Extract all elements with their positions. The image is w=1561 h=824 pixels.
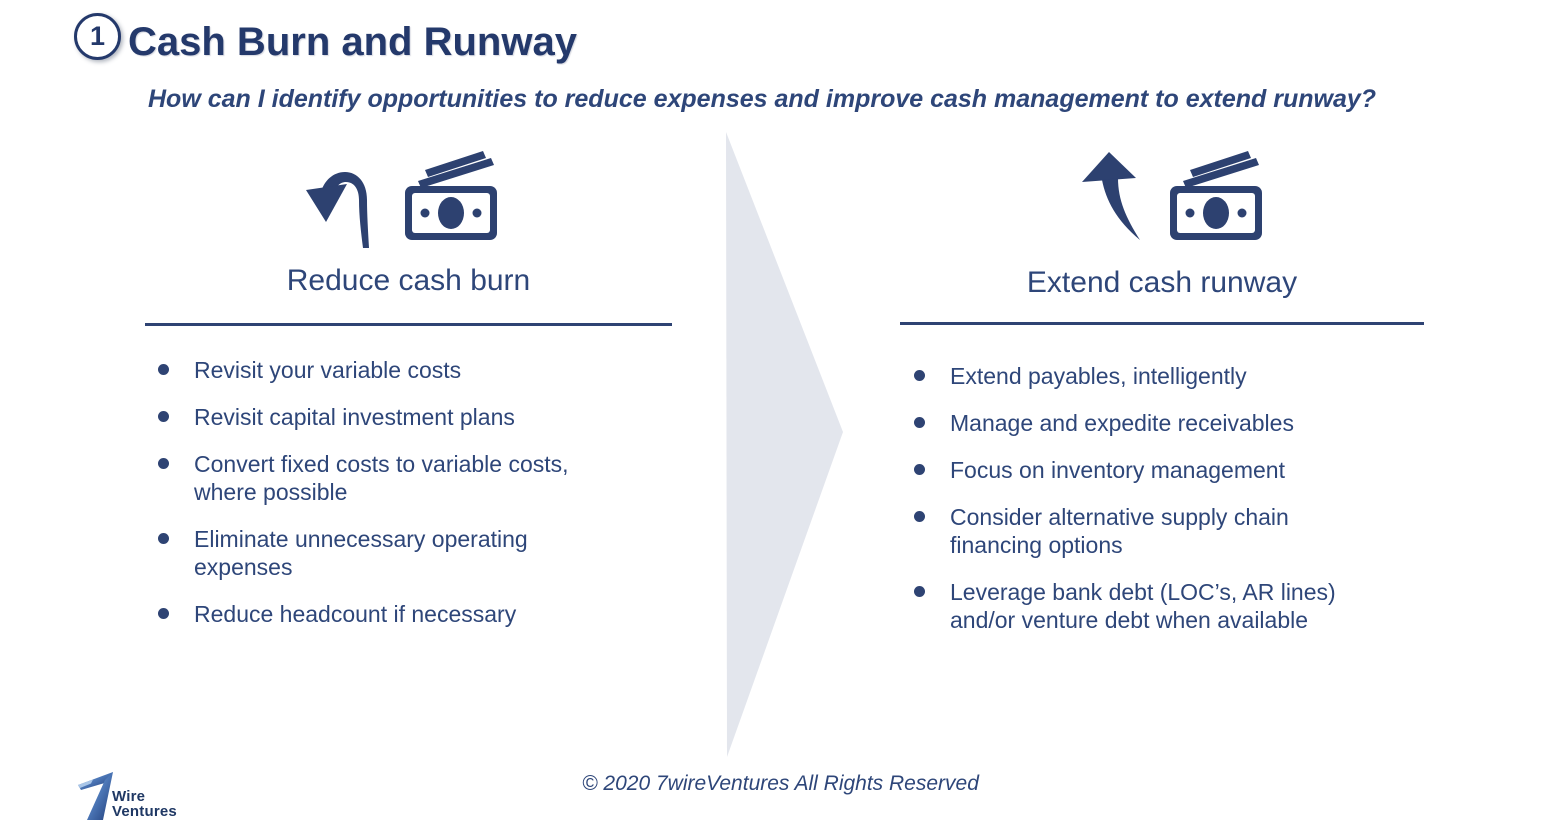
column-extend-cash-runway: Extend cash runway Extend payables, inte… — [900, 150, 1424, 670]
column-reduce-cash-burn: Reduce cash burn Revisit your variable c… — [145, 150, 672, 670]
up-arrow-icon — [1082, 152, 1140, 240]
list-item: Convert fixed costs to variable costs, w… — [156, 450, 626, 506]
heading-divider — [145, 323, 672, 326]
logo-wordmark-wire: Wire — [112, 788, 146, 805]
heading-divider — [900, 322, 1424, 325]
logo-wordmark-ventures: Ventures — [112, 803, 177, 820]
column-heading: Reduce cash burn — [286, 264, 531, 297]
list-item: Reduce headcount if necessary — [156, 600, 626, 628]
column-heading: Extend cash runway — [1026, 266, 1298, 299]
copyright-notice: © 2020 7wireVentures All Rights Reserved — [582, 772, 979, 795]
list-item: Revisit capital investment plans — [156, 403, 626, 431]
cash-stack-icon — [405, 151, 497, 240]
bullet-list: Revisit your variable costs Revisit capi… — [156, 356, 636, 647]
extend-cash-icons — [1082, 151, 1262, 240]
list-item: Leverage bank debt (LOC’s, AR lines) and… — [912, 578, 1367, 634]
reduce-cash-icons — [306, 151, 497, 248]
list-item: Extend payables, intelligently — [912, 362, 1367, 390]
subtitle-question: How can I identify opportunities to redu… — [148, 85, 1377, 113]
bullet-list: Extend payables, intelligently Manage an… — [912, 362, 1382, 653]
page-title: Cash Burn and Runway — [128, 20, 577, 64]
right-arrow-shape — [726, 132, 843, 757]
list-item: Eliminate unnecessary operating expenses — [156, 525, 626, 581]
seven-wire-ventures-logo-icon — [78, 772, 113, 820]
list-item: Focus on inventory management — [912, 456, 1367, 484]
cash-stack-icon — [1170, 151, 1262, 240]
u-turn-arrow-icon — [306, 172, 369, 248]
slide-number-badge: 1 — [74, 13, 121, 60]
list-item: Revisit your variable costs — [156, 356, 626, 384]
list-item: Consider alternative supply chain financ… — [912, 503, 1367, 559]
list-item: Manage and expedite receivables — [912, 409, 1367, 437]
